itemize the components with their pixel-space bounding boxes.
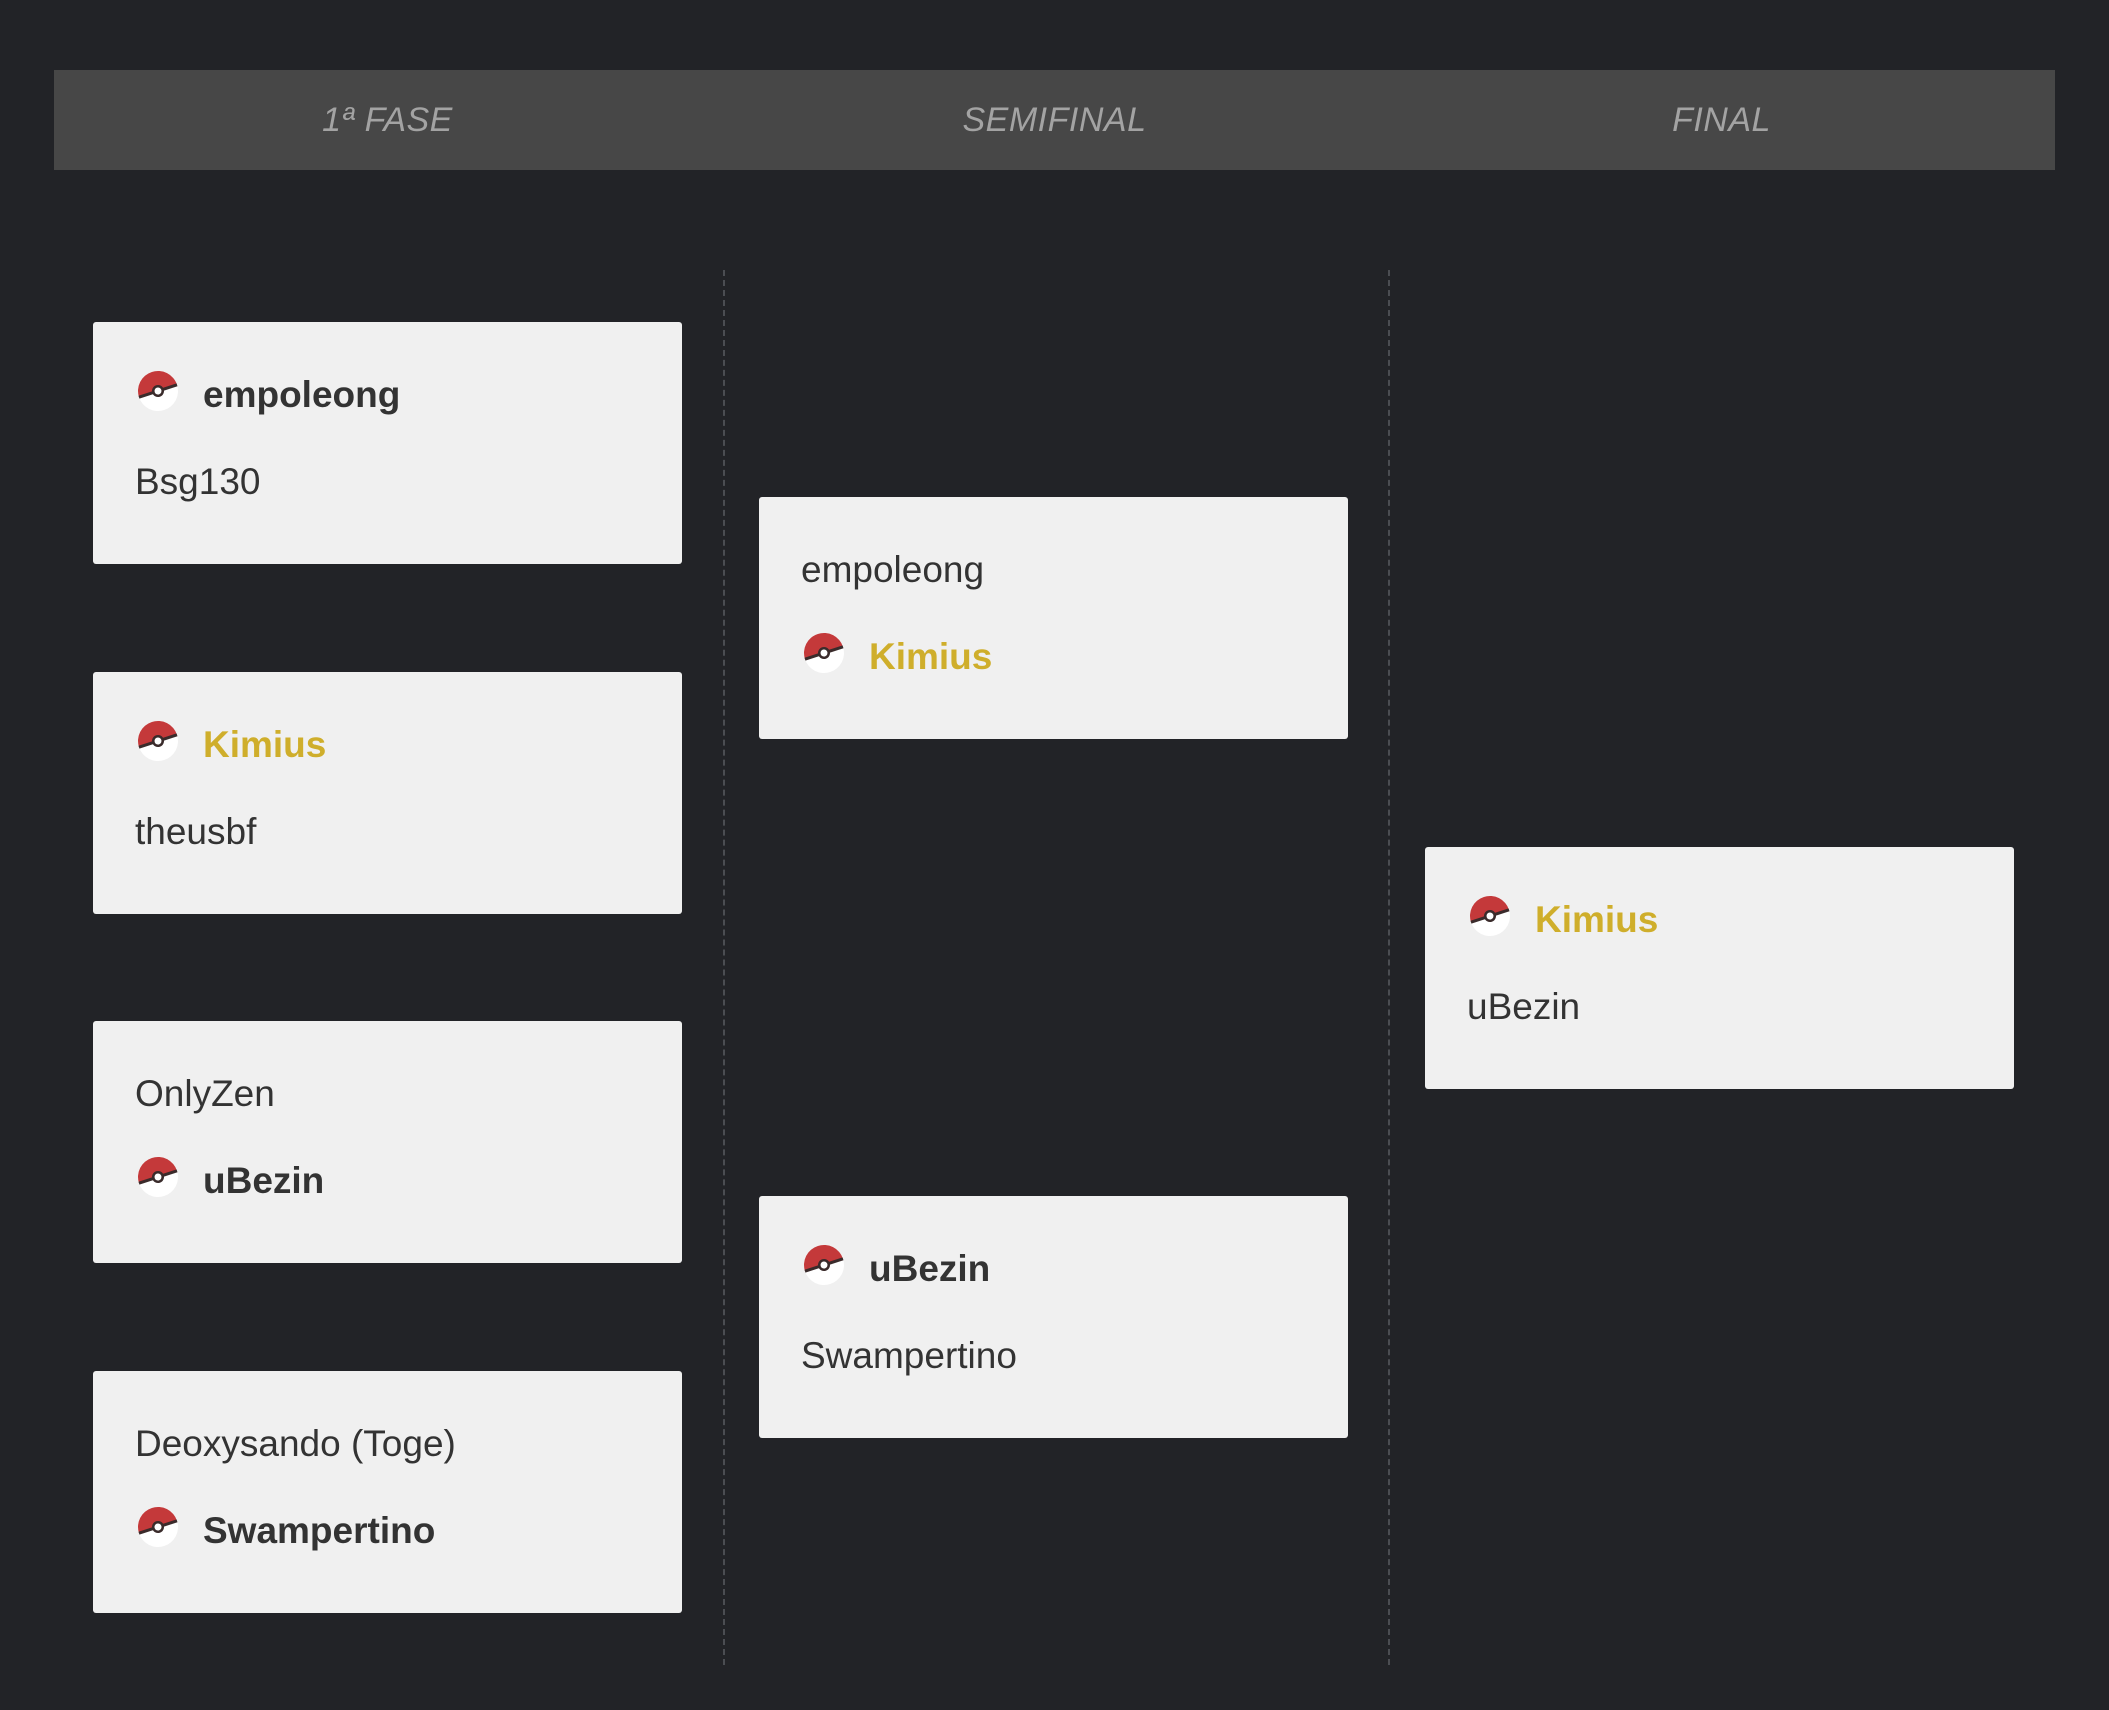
- round-header-first-phase: 1ª FASE: [322, 100, 453, 139]
- match-card[interactable]: empoleong Kimius: [759, 497, 1348, 739]
- match-player: OnlyZen: [135, 1064, 275, 1124]
- match-card[interactable]: uBezin Swampertino: [759, 1196, 1348, 1438]
- player-name: Kimius: [1535, 899, 1659, 940]
- player-name: Bsg130: [135, 461, 261, 502]
- player-name: uBezin: [1467, 986, 1581, 1027]
- match-player: empoleong: [801, 540, 984, 600]
- player-name: Swampertino: [801, 1335, 1017, 1376]
- player-name: Swampertino: [203, 1510, 436, 1551]
- player-name: uBezin: [869, 1248, 991, 1289]
- player-name: OnlyZen: [135, 1073, 275, 1114]
- match-card[interactable]: empoleong Bsg130: [93, 322, 682, 564]
- match-player: Deoxysando (Toge): [135, 1414, 456, 1474]
- match-player: Kimius: [1467, 890, 1658, 950]
- match-player: Swampertino: [801, 1326, 1017, 1386]
- player-name: uBezin: [203, 1160, 325, 1201]
- match-card[interactable]: Kimius uBezin: [1425, 847, 2014, 1089]
- match-player: theusbf: [135, 802, 256, 862]
- rounds-header: 1ª FASE SEMIFINAL FINAL: [54, 70, 2055, 170]
- player-name: empoleong: [801, 549, 985, 590]
- player-name: Deoxysando (Toge): [135, 1423, 456, 1464]
- pokeball-icon: [801, 630, 847, 676]
- pokeball-icon: [801, 1242, 847, 1288]
- match-player: Kimius: [801, 627, 992, 687]
- pokeball-icon: [1467, 893, 1513, 939]
- pokeball-icon: [135, 1504, 181, 1550]
- pokeball-icon: [135, 1154, 181, 1200]
- pokeball-icon: [135, 718, 181, 764]
- match-card[interactable]: Deoxysando (Toge) Swampertino: [93, 1371, 682, 1613]
- round-divider: [1388, 270, 1390, 1665]
- round-header-semifinal: SEMIFINAL: [962, 100, 1147, 139]
- match-player: uBezin: [135, 1151, 324, 1211]
- match-player: uBezin: [801, 1239, 990, 1299]
- player-name: theusbf: [135, 811, 257, 852]
- player-name: Kimius: [869, 636, 993, 677]
- match-player: Bsg130: [135, 452, 261, 512]
- match-player: Kimius: [135, 715, 326, 775]
- match-player: Swampertino: [135, 1501, 435, 1561]
- match-card[interactable]: OnlyZen uBezin: [93, 1021, 682, 1263]
- match-player: uBezin: [1467, 977, 1580, 1037]
- round-header-final: FINAL: [1672, 100, 1771, 139]
- player-name: Kimius: [203, 724, 327, 765]
- match-player: empoleong: [135, 365, 400, 425]
- round-divider: [723, 270, 725, 1665]
- match-card[interactable]: Kimius theusbf: [93, 672, 682, 914]
- pokeball-icon: [135, 368, 181, 414]
- player-name: empoleong: [203, 374, 401, 415]
